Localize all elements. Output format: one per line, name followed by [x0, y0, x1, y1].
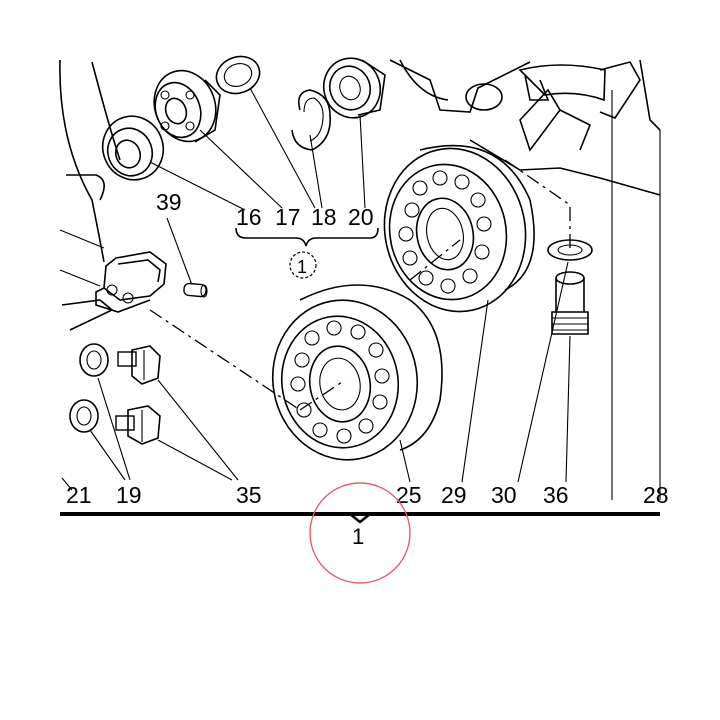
circlip-part: [291, 89, 331, 151]
o-ring-part: [215, 55, 261, 95]
case-lug: [95, 251, 167, 313]
label-29: 29: [441, 482, 467, 508]
leader-lines-upper: [149, 87, 366, 211]
label-35: 35: [236, 482, 262, 508]
needle-bearing-part: [322, 57, 386, 119]
dowel-pin-part: [183, 282, 208, 298]
roller-bearing-front-part: [271, 284, 443, 461]
drain-plug-part: [551, 271, 589, 335]
label-17: 17: [275, 204, 301, 230]
hex-plug-upper-part: [117, 345, 161, 385]
seal-ring-part: [101, 115, 165, 181]
label-36: 36: [543, 482, 569, 508]
group-note-label: 1: [297, 257, 307, 277]
label-28: 28: [643, 482, 669, 508]
label-18: 18: [311, 204, 337, 230]
label-30: 30: [491, 482, 517, 508]
washer-lower-part: [69, 399, 99, 433]
label-21: 21: [66, 482, 92, 508]
group-note-circle: 1: [289, 251, 317, 279]
hex-plug-lower-part: [115, 405, 161, 445]
group-brace: [235, 227, 379, 247]
highlight-circle: [309, 482, 411, 584]
label-39: 39: [156, 189, 182, 215]
washer-upper-part: [79, 343, 109, 377]
sealing-washer-part: [547, 239, 593, 261]
leader-lines-lower: [61, 261, 571, 491]
label-16: 16: [236, 204, 262, 230]
roller-bearing-large-part: [383, 144, 535, 313]
small-bearing-part: [153, 69, 221, 143]
label-25: 25: [396, 482, 422, 508]
assembly-bracket: [60, 512, 660, 524]
label-20: 20: [348, 204, 374, 230]
assembly-label: 1: [352, 524, 364, 549]
crankcase-outline: [59, 59, 661, 500]
label-19: 19: [116, 482, 142, 508]
